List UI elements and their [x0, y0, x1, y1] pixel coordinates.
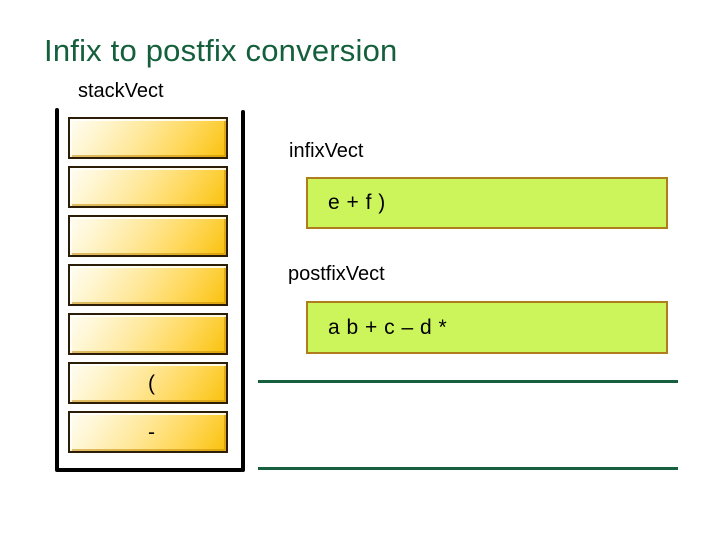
infix-vector-box[interactable]: e + f ) — [306, 177, 668, 229]
stack-cell-value: - — [148, 420, 155, 444]
infix-vector-label: infixVect — [289, 140, 364, 162]
stack-frame-left-line — [55, 108, 59, 472]
stack-cell[interactable] — [68, 313, 228, 355]
stack-cell[interactable]: ( — [68, 362, 228, 404]
divider-line-bottom — [258, 467, 678, 470]
stack-cell[interactable] — [68, 264, 228, 306]
stack-cell[interactable] — [68, 166, 228, 208]
stack-cell[interactable]: - — [68, 411, 228, 453]
divider-line-top — [258, 380, 678, 383]
postfix-vector-value: a b + c – d * — [328, 315, 448, 339]
postfix-vector-label: postfixVect — [288, 263, 385, 285]
page-title: Infix to postfix conversion — [44, 33, 398, 68]
infix-vector-value: e + f ) — [328, 191, 386, 214]
stack-frame-bottom-line — [56, 468, 243, 472]
stack-cell-list: ( - — [68, 115, 230, 467]
stack-cell[interactable] — [68, 215, 228, 257]
postfix-vector-box[interactable]: a b + c – d * — [306, 301, 668, 354]
stack-cell-value: ( — [148, 371, 155, 395]
stack-frame-right-line — [241, 110, 245, 472]
stack-cell[interactable] — [68, 117, 228, 159]
stack-vector-label: stackVect — [78, 80, 164, 102]
stack-frame — [52, 108, 248, 476]
